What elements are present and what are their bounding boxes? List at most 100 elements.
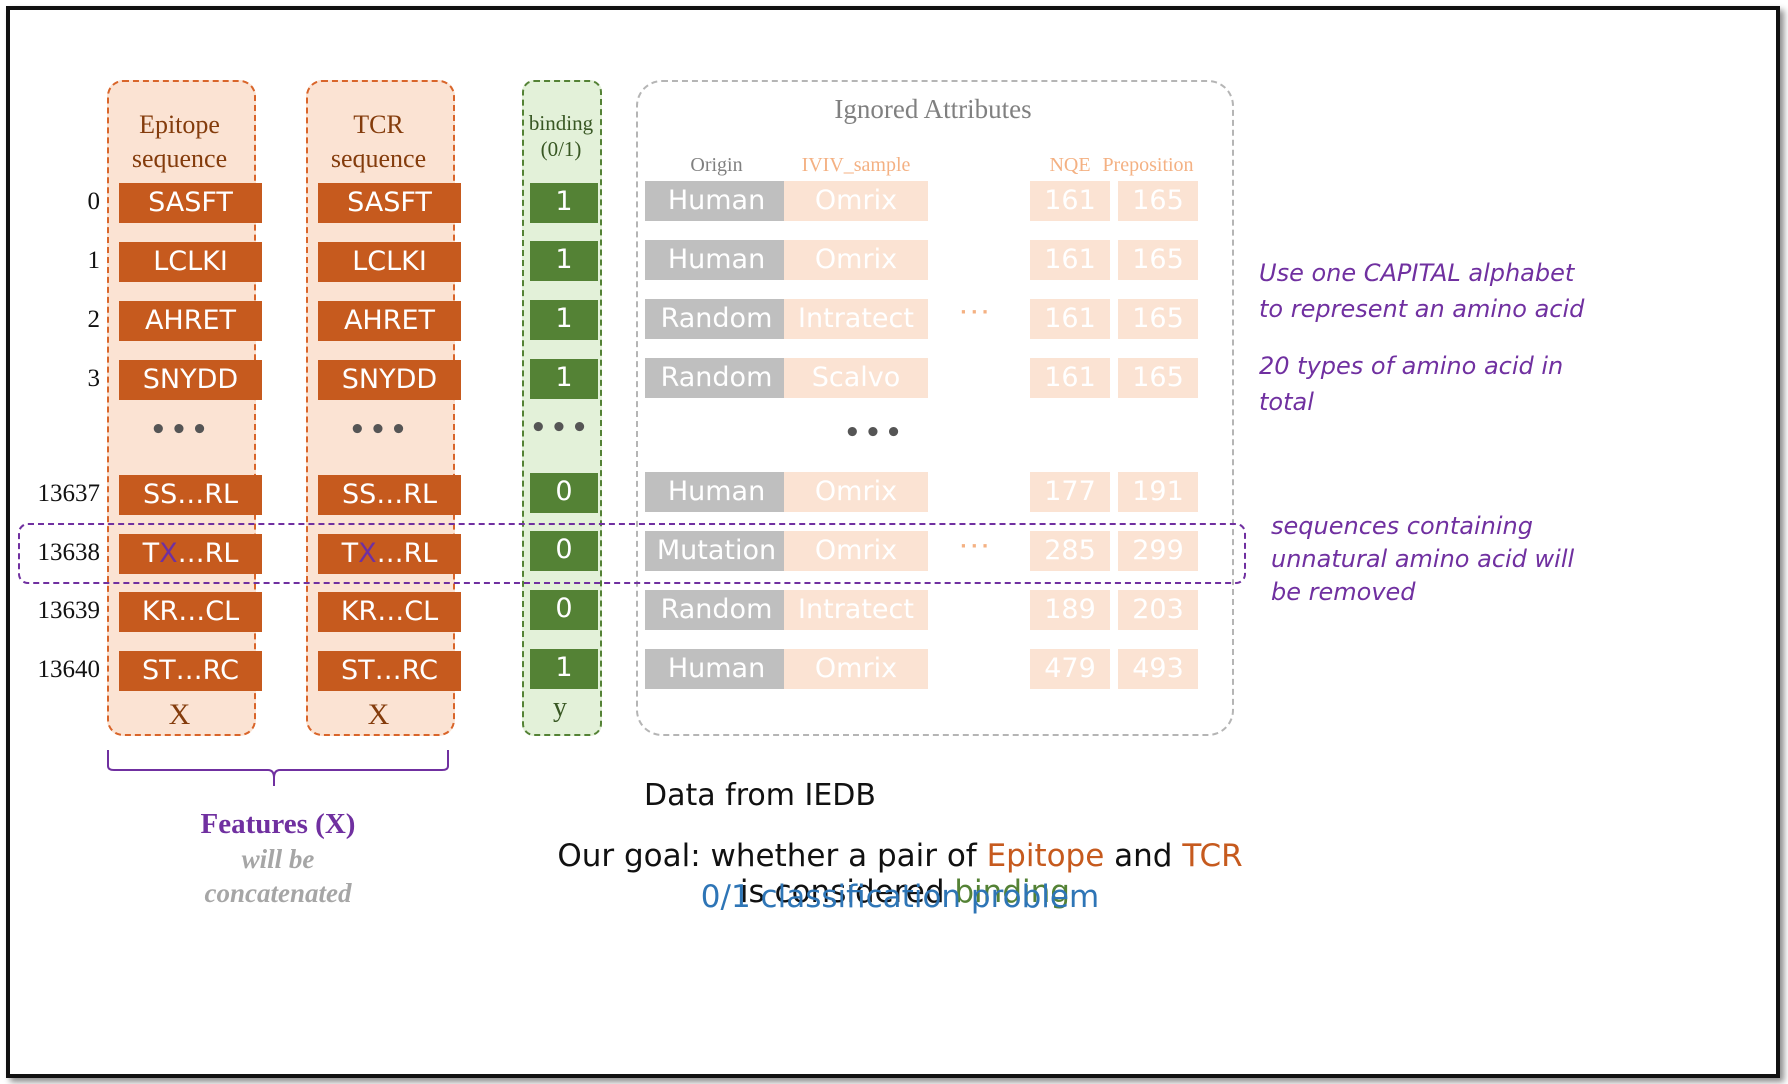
preposition-cell: 165 (1118, 240, 1198, 280)
goal-epitope: Epitope (986, 838, 1105, 874)
epitope-cell: SASFT (119, 183, 262, 223)
binding-header-line2: (0/1) (540, 137, 582, 162)
preposition-cell: 165 (1118, 299, 1198, 339)
epitope-cell: KR…CL (119, 592, 262, 632)
ignored-columns-ellipsis: ··· (960, 302, 993, 323)
sample-cell: Omrix (784, 531, 928, 571)
epitope-cell: SS…RL (119, 475, 262, 515)
ignored-ellipsis: ••• (844, 418, 906, 448)
binding-y-label: y (553, 692, 567, 723)
sequence-prefix: T (142, 538, 160, 569)
removed-row-highlight (18, 523, 1246, 584)
origin-cell: Random (645, 299, 788, 339)
binding-header-line1: binding (528, 111, 594, 135)
data-source: Data from IEDB (643, 778, 876, 813)
unnatural-amino-acid-mark: X (159, 538, 178, 569)
note-line: sequences containing (1271, 512, 1533, 540)
binding-cell: 0 (530, 590, 598, 630)
origin-cell: Human (645, 649, 788, 689)
features-title: Features (X) (200, 808, 356, 840)
nqe-cell: 161 (1030, 299, 1110, 339)
tcr-cell: ST…RC (318, 651, 461, 691)
nqe-cell: 285 (1030, 531, 1110, 571)
sample-cell: Scalvo (784, 358, 928, 398)
preposition-cell: 165 (1118, 358, 1198, 398)
sample-cell: Intratect (784, 590, 928, 630)
row-index: 3 (87, 365, 101, 392)
epitope-cell-unnatural: TX…RL (119, 534, 262, 574)
note-line: Use one CAPITAL alphabet (1259, 259, 1575, 287)
tcr-cell: SASFT (318, 183, 461, 223)
ignored-col-origin: Origin (690, 154, 743, 176)
features-subtitle-line2: concatenated (204, 878, 352, 908)
binding-cell: 0 (530, 531, 598, 571)
tcr-cell-unnatural: TX…RL (318, 534, 461, 574)
note-removed-sequences: sequences containing unnatural amino aci… (1271, 510, 1601, 609)
row-index: 13638 (37, 539, 101, 566)
ignored-col-preposition: Preposition (1102, 154, 1194, 176)
epitope-cell: ST…RC (119, 651, 262, 691)
tcr-ellipsis: ••• (349, 415, 411, 445)
sequence-suffix: …RL (177, 538, 239, 569)
nqe-cell: 189 (1030, 590, 1110, 630)
preposition-cell: 191 (1118, 472, 1198, 512)
preposition-cell: 165 (1118, 181, 1198, 221)
epitope-ellipsis: ••• (150, 415, 212, 445)
epitope-header: Epitope sequence (107, 108, 252, 176)
row-index: 0 (87, 188, 101, 215)
ignored-title: Ignored Attributes (834, 94, 1032, 124)
row-index: 2 (87, 306, 101, 333)
row-index: 1 (87, 247, 101, 274)
origin-cell: Human (645, 472, 788, 512)
row-index: 13640 (37, 656, 101, 683)
ignored-attributes-box (636, 80, 1234, 736)
epitope-cell: SNYDD (119, 360, 262, 400)
sample-cell: Intratect (784, 299, 928, 339)
nqe-cell: 479 (1030, 649, 1110, 689)
epitope-header-line2: sequence (131, 143, 228, 173)
goal-binding: binding (954, 874, 1070, 910)
sample-cell: Omrix (784, 472, 928, 512)
binding-cell: 1 (530, 649, 598, 689)
nqe-cell: 161 (1030, 181, 1110, 221)
epitope-x-label: X (168, 698, 191, 731)
preposition-cell: 299 (1118, 531, 1198, 571)
row-index: 13639 (37, 597, 101, 624)
features-bracket (107, 750, 449, 786)
binding-cell: 0 (530, 473, 598, 513)
origin-cell: Human (645, 181, 788, 221)
tcr-cell: KR…CL (318, 592, 461, 632)
epitope-header-line1: Epitope (139, 110, 220, 139)
goal-prefix: Our goal: whether a pair of (557, 838, 987, 874)
tcr-cell: AHRET (318, 301, 461, 341)
preposition-cell: 203 (1118, 590, 1198, 630)
note-line: to represent an amino acid (1259, 295, 1585, 323)
sample-cell: Omrix (784, 240, 928, 280)
goal-and: and (1104, 838, 1183, 874)
origin-cell: Random (645, 590, 788, 630)
binding-ellipsis: ••• (530, 413, 592, 443)
binding-cell: 1 (530, 241, 598, 281)
sequence-prefix: T (341, 538, 359, 569)
note-line: unnatural amino acid will (1271, 545, 1575, 573)
ignored-columns-ellipsis: ··· (960, 536, 993, 557)
goal-middle: is considered (730, 874, 955, 910)
epitope-column (107, 80, 256, 736)
tcr-cell: LCLKI (318, 242, 461, 282)
tcr-column (306, 80, 455, 736)
note-line: be removed (1271, 578, 1416, 606)
binding-cell: 1 (530, 183, 598, 223)
note-capital-alphabet: Use one CAPITAL alphabet to represent an… (1259, 255, 1599, 327)
row-index: 13637 (37, 480, 101, 507)
nqe-cell: 177 (1030, 472, 1110, 512)
epitope-cell: LCLKI (119, 242, 262, 282)
origin-cell: Human (645, 240, 788, 280)
note-amino-acid-types: 20 types of amino acid in total (1259, 348, 1599, 420)
tcr-header: TCR sequence (306, 108, 451, 176)
binding-cell: 1 (530, 359, 598, 399)
classification-problem: 0/1 classification problem (700, 879, 1100, 915)
nqe-cell: 161 (1030, 240, 1110, 280)
goal-statement: Our goal: whether a pair of Epitope and … (410, 838, 1390, 910)
sample-cell: Omrix (784, 181, 928, 221)
preposition-cell: 493 (1118, 649, 1198, 689)
